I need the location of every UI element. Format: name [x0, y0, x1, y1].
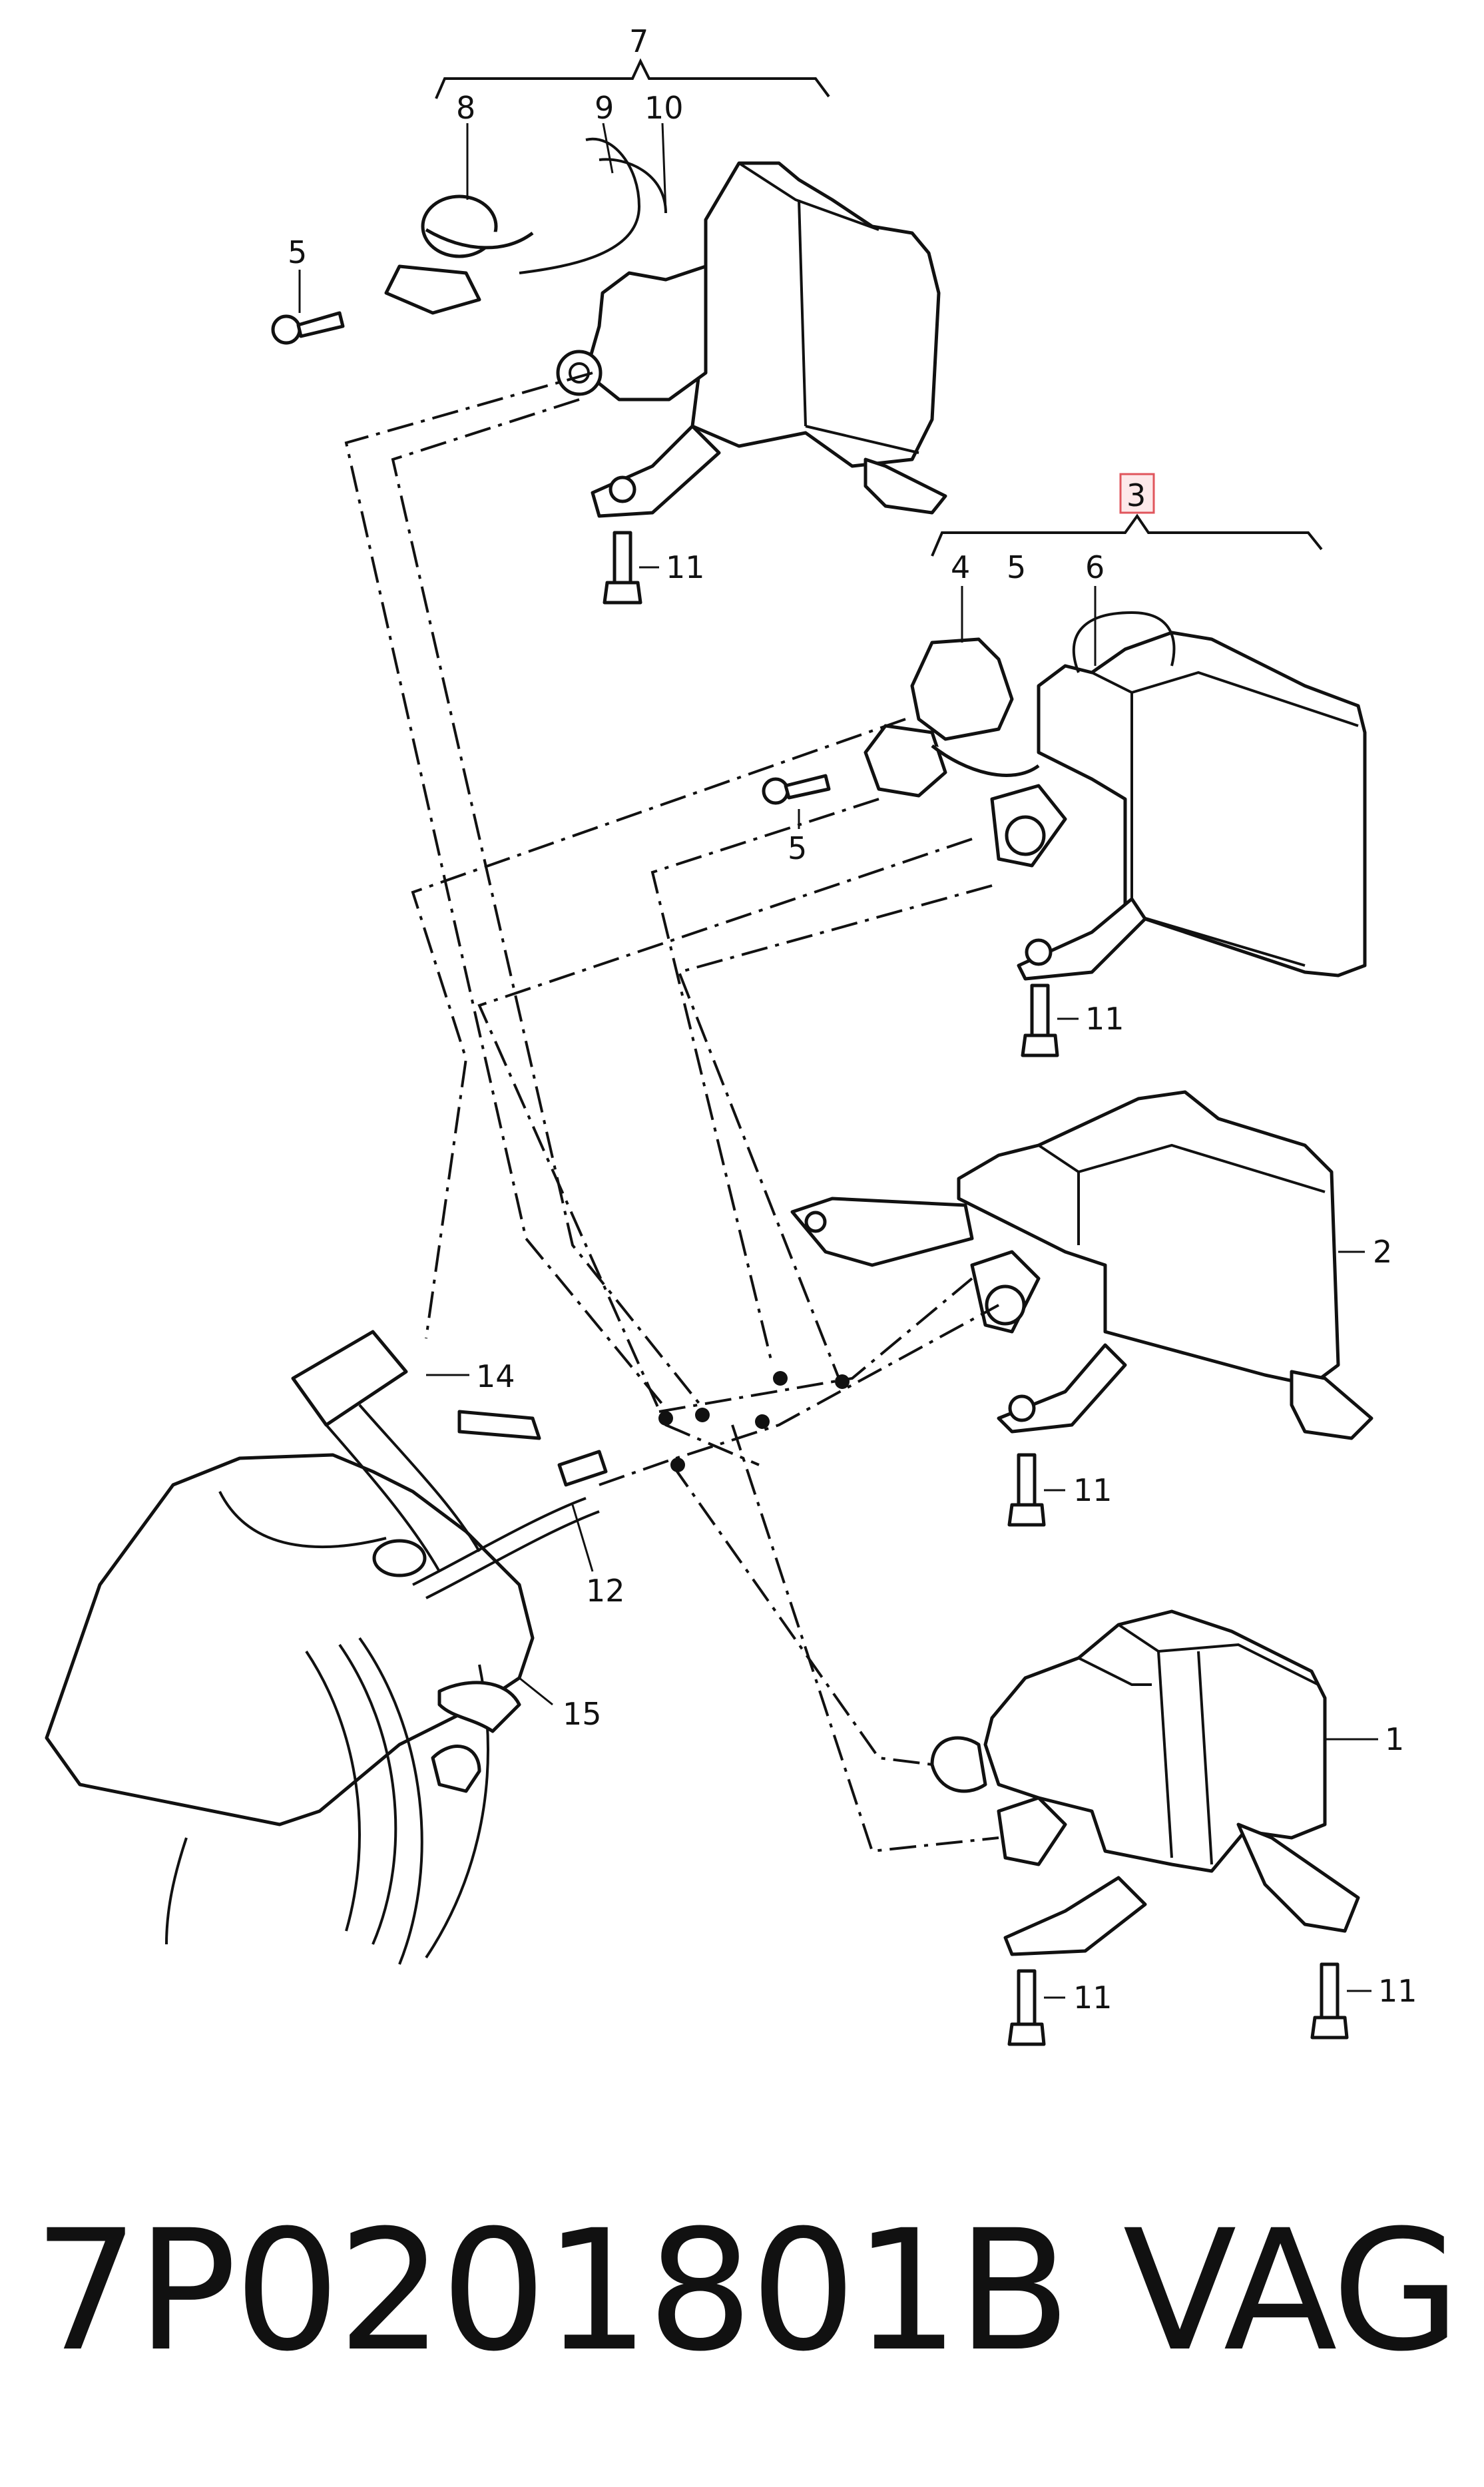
screw-5-mid — [762, 774, 831, 805]
junction-dots — [658, 1371, 850, 1472]
callout-4: 4 — [951, 549, 970, 585]
callout-1: 1 — [1385, 1721, 1404, 1757]
canister-1: 1 11 11 — [930, 1609, 1417, 2046]
callout-7: 7 — [629, 23, 648, 59]
callout-9: 9 — [595, 90, 614, 126]
callout-11-mid: 11 — [1085, 1001, 1124, 1037]
bolt-11-top — [603, 531, 642, 605]
callout-2: 2 — [1373, 1234, 1392, 1270]
callout-5-mid-screw: 5 — [788, 830, 807, 866]
callout-6: 6 — [1085, 549, 1105, 585]
callout-14: 14 — [476, 1358, 515, 1394]
callout-12: 12 — [586, 1573, 625, 1609]
callout-15: 15 — [563, 1696, 602, 1732]
connection-lines — [344, 372, 999, 1853]
part-number: 7P0201801B — [33, 2193, 1071, 2388]
bolt-11-bottom-right — [1310, 1962, 1349, 2040]
canister-assembly-3: 3 4 5 6 5 11 — [762, 473, 1367, 1057]
callout-11-bottom-left: 11 — [1073, 1980, 1113, 2016]
callout-5-top: 5 — [288, 234, 307, 270]
bolt-11-mid — [1021, 983, 1059, 1057]
callout-8: 8 — [456, 90, 475, 126]
screw-5-top — [271, 311, 345, 345]
callout-11-bottom-right: 11 — [1378, 1973, 1417, 2009]
fuel-tank-assembly: 14 12 15 — [45, 1330, 625, 1965]
highlight-box-3 — [1119, 473, 1155, 514]
callout-10: 10 — [644, 90, 684, 126]
callout-3: 3 — [1126, 477, 1146, 513]
footer: 7P0201801B VAG — [33, 2191, 1461, 2390]
callout-11-lower: 11 — [1073, 1472, 1113, 1508]
bolt-11-lower — [1007, 1453, 1046, 1527]
brand-name: VAG — [1122, 2193, 1461, 2388]
canister-assembly-7: 7 8 9 10 5 — [271, 23, 947, 605]
callout-11-top: 11 — [666, 549, 705, 585]
callout-5-mid: 5 — [1007, 549, 1026, 585]
bolt-11-bottom-left — [1007, 1969, 1046, 2046]
canister-2: 2 11 — [790, 1090, 1392, 1527]
